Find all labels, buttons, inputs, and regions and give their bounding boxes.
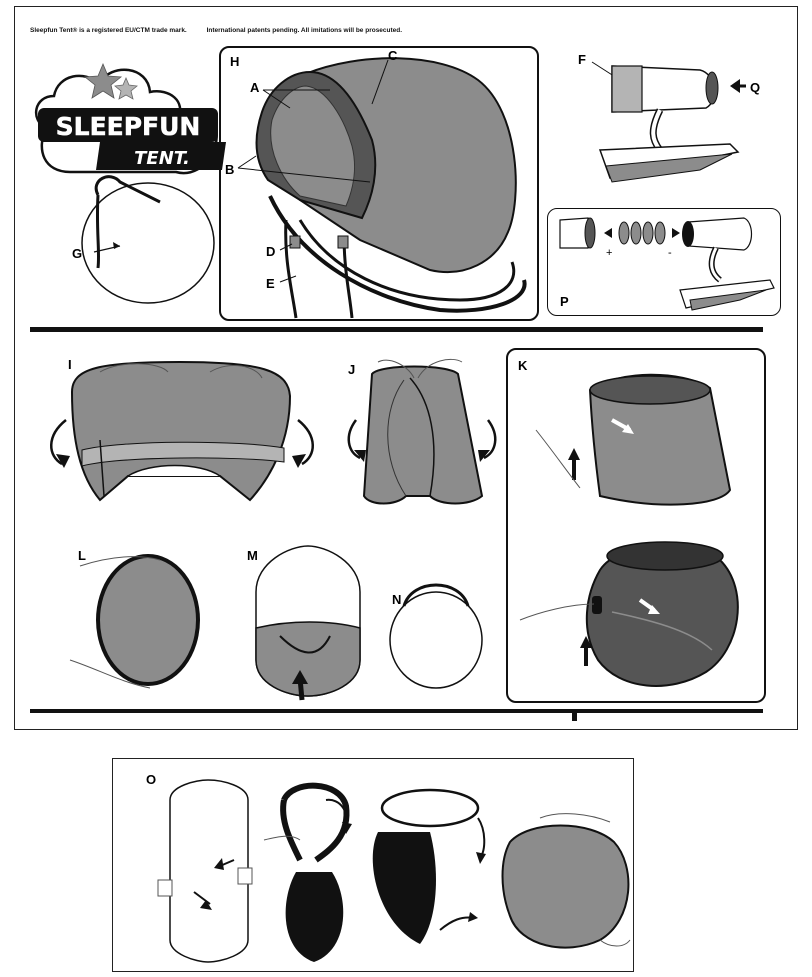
logo: SLEEPFUN TENT. xyxy=(36,64,226,173)
figure-p: P + - xyxy=(560,218,774,310)
label-i: I xyxy=(68,357,72,372)
figure-k: K xyxy=(518,358,738,686)
label-e: E xyxy=(266,276,275,291)
arrow-icon xyxy=(568,448,580,460)
label-b: B xyxy=(225,162,234,177)
figure-m: M xyxy=(247,546,360,700)
label-o: O xyxy=(146,772,156,787)
arrow-icon xyxy=(292,454,306,468)
logo-subword: TENT. xyxy=(134,148,190,169)
label-p: P xyxy=(560,294,569,309)
label-l: L xyxy=(78,548,86,563)
figure-g: G xyxy=(72,177,214,303)
label-k: K xyxy=(518,358,528,373)
label-f: F xyxy=(578,52,586,67)
label-d: D xyxy=(266,244,275,259)
label-q: Q xyxy=(750,80,760,95)
label-a: A xyxy=(250,80,260,95)
figure-j: J xyxy=(348,359,495,503)
figure-h: H A C B D E xyxy=(225,48,525,318)
figure-i: I xyxy=(51,357,313,500)
figure-f: F Q xyxy=(578,52,760,182)
figure-l: L xyxy=(70,548,198,688)
label-n: N xyxy=(392,592,401,607)
label-m: M xyxy=(247,548,258,563)
label-c: C xyxy=(388,48,398,63)
figure-n: N xyxy=(390,585,482,688)
label-g: G xyxy=(72,246,82,261)
label-h: H xyxy=(230,54,239,69)
battery-plus: + xyxy=(606,247,612,259)
figure-o: O xyxy=(146,772,630,962)
logo-wordmark: SLEEPFUN xyxy=(56,112,201,141)
label-j: J xyxy=(348,362,355,377)
battery-minus: - xyxy=(668,247,672,259)
